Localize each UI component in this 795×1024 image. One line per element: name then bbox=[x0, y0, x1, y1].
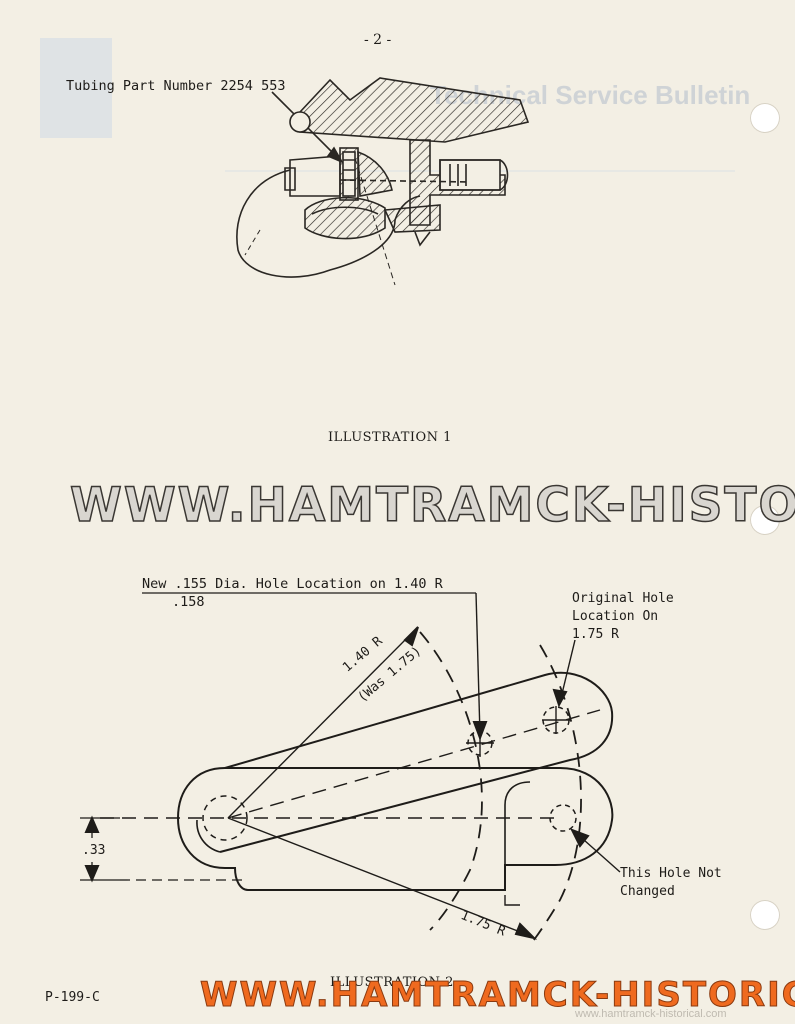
illustration-2-caption: ILLUSTRATION 2 bbox=[330, 975, 454, 990]
knob-outline bbox=[236, 169, 396, 278]
new-hole-label: New .155 Dia. Hole Location on 1.40 R bbox=[142, 576, 443, 592]
radius-line-original bbox=[227, 817, 529, 936]
dimension-value: .33 bbox=[82, 843, 106, 858]
original-hole-line-2: Location On bbox=[572, 609, 659, 624]
bolt bbox=[439, 159, 509, 191]
pivot-hole bbox=[202, 795, 248, 841]
unchanged-hole-line-1: This Hole Not bbox=[620, 866, 722, 881]
punch-hole-middle bbox=[750, 505, 780, 535]
handle-body bbox=[299, 77, 530, 143]
bleed-through-logo bbox=[40, 38, 112, 138]
arc-1-40-radius bbox=[419, 631, 483, 931]
radius-line-new bbox=[227, 629, 416, 819]
watermark-top: WWW.HAMTRAMCK-HISTORICAL.COM bbox=[69, 477, 795, 534]
page-number: - 2 - bbox=[364, 32, 392, 48]
original-hole-line-1: Original Hole bbox=[572, 591, 674, 606]
tubing-leader-arrowhead bbox=[326, 146, 344, 164]
watermark-bottom: WWW.HAMTRAMCK-HISTORICAL.COM bbox=[199, 975, 795, 1016]
new-hole-tolerance: .158 bbox=[172, 594, 205, 610]
page-code: P-199-C bbox=[45, 990, 100, 1005]
tubing-callout: Tubing Part Number 2254 553 bbox=[66, 78, 286, 94]
punch-hole-top bbox=[750, 103, 780, 133]
new-hole-leader bbox=[475, 592, 481, 736]
lower-link bbox=[176, 767, 614, 891]
arc-1-75-radius bbox=[529, 644, 582, 946]
watermark-site-url: www.hamtramck-historical.com bbox=[575, 1008, 727, 1020]
upper-link bbox=[219, 671, 614, 853]
original-hole-line-3: 1.75 R bbox=[572, 627, 619, 642]
unchanged-hole-line-2: Changed bbox=[620, 884, 675, 899]
lower-cup bbox=[304, 196, 386, 240]
illustration-1-caption: ILLUSTRATION 1 bbox=[328, 430, 452, 445]
punch-hole-bottom bbox=[750, 900, 780, 930]
unchanged-hole bbox=[549, 804, 577, 832]
